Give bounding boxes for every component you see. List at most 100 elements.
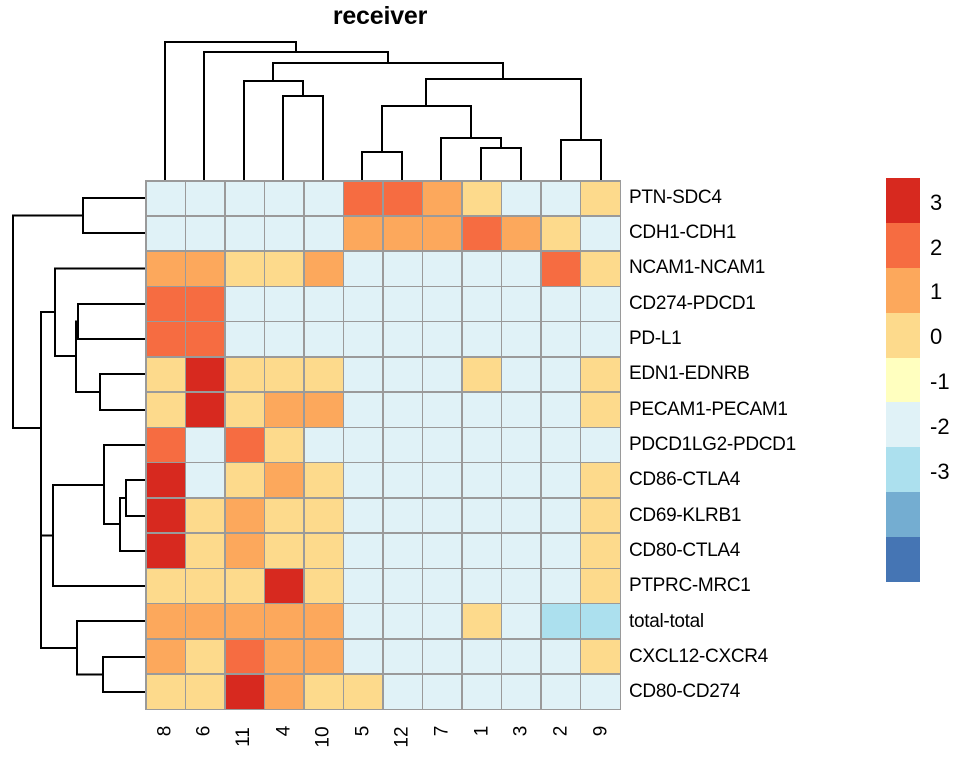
- heatmap-cell[interactable]: [502, 533, 541, 568]
- heatmap-cell[interactable]: [344, 251, 383, 286]
- heatmap-cell[interactable]: [462, 428, 501, 462]
- heatmap-cell[interactable]: [423, 392, 462, 427]
- heatmap-cell[interactable]: [225, 392, 264, 427]
- heatmap-cell[interactable]: [541, 604, 580, 639]
- heatmap-cell[interactable]: [225, 533, 264, 568]
- heatmap-cell[interactable]: [304, 674, 343, 709]
- heatmap-cell[interactable]: [225, 287, 264, 321]
- heatmap-cell[interactable]: [265, 287, 304, 321]
- heatmap-cell[interactable]: [502, 322, 541, 357]
- heatmap-cell[interactable]: [265, 498, 304, 533]
- heatmap-cell[interactable]: [146, 463, 185, 498]
- heatmap-cell[interactable]: [225, 251, 264, 286]
- heatmap-cell[interactable]: [225, 498, 264, 533]
- heatmap-cell[interactable]: [225, 216, 264, 251]
- heatmap-cell[interactable]: [462, 533, 501, 568]
- heatmap-cell[interactable]: [146, 216, 185, 251]
- heatmap-cell[interactable]: [265, 392, 304, 427]
- heatmap-cell[interactable]: [146, 604, 185, 639]
- heatmap-cell[interactable]: [383, 428, 422, 462]
- heatmap-cell[interactable]: [304, 392, 343, 427]
- heatmap-cell[interactable]: [502, 251, 541, 286]
- heatmap-cell[interactable]: [344, 322, 383, 357]
- heatmap-cell[interactable]: [344, 287, 383, 321]
- heatmap-cell[interactable]: [502, 639, 541, 674]
- heatmap-cell[interactable]: [502, 569, 541, 603]
- heatmap-cell[interactable]: [383, 322, 422, 357]
- heatmap-cell[interactable]: [344, 498, 383, 533]
- heatmap-cell[interactable]: [186, 498, 225, 533]
- heatmap-cell[interactable]: [186, 322, 225, 357]
- heatmap-cell[interactable]: [541, 533, 580, 568]
- heatmap-cell[interactable]: [265, 216, 304, 251]
- heatmap-cell[interactable]: [225, 322, 264, 357]
- heatmap-cell[interactable]: [581, 287, 620, 321]
- heatmap-cell[interactable]: [186, 357, 225, 392]
- heatmap-cell[interactable]: [383, 604, 422, 639]
- heatmap-cell[interactable]: [462, 604, 501, 639]
- heatmap-cell[interactable]: [462, 322, 501, 357]
- heatmap-cell[interactable]: [423, 463, 462, 498]
- heatmap-cell[interactable]: [541, 322, 580, 357]
- heatmap-cell[interactable]: [186, 251, 225, 286]
- heatmap-cell[interactable]: [581, 639, 620, 674]
- heatmap-cell[interactable]: [383, 463, 422, 498]
- heatmap-cell[interactable]: [581, 428, 620, 462]
- heatmap-cell[interactable]: [186, 463, 225, 498]
- heatmap-cell[interactable]: [502, 463, 541, 498]
- heatmap-cell[interactable]: [344, 428, 383, 462]
- heatmap-cell[interactable]: [502, 181, 541, 216]
- heatmap-cell[interactable]: [265, 428, 304, 462]
- heatmap-cell[interactable]: [383, 181, 422, 216]
- heatmap-cell[interactable]: [383, 533, 422, 568]
- heatmap-cell[interactable]: [462, 181, 501, 216]
- heatmap-cell[interactable]: [186, 392, 225, 427]
- heatmap-cell[interactable]: [541, 463, 580, 498]
- heatmap-cell[interactable]: [581, 251, 620, 286]
- heatmap-cell[interactable]: [502, 498, 541, 533]
- heatmap-cell[interactable]: [146, 287, 185, 321]
- heatmap-cell[interactable]: [225, 569, 264, 603]
- heatmap-cell[interactable]: [146, 392, 185, 427]
- heatmap-cell[interactable]: [462, 498, 501, 533]
- heatmap-cell[interactable]: [304, 604, 343, 639]
- heatmap-cell[interactable]: [462, 287, 501, 321]
- heatmap-cell[interactable]: [462, 357, 501, 392]
- heatmap-cell[interactable]: [146, 674, 185, 709]
- heatmap-cell[interactable]: [462, 463, 501, 498]
- heatmap-cell[interactable]: [502, 428, 541, 462]
- heatmap-cell[interactable]: [265, 569, 304, 603]
- heatmap-cell[interactable]: [304, 322, 343, 357]
- heatmap-cell[interactable]: [265, 674, 304, 709]
- heatmap-cell[interactable]: [581, 569, 620, 603]
- heatmap-cell[interactable]: [423, 498, 462, 533]
- heatmap-cell[interactable]: [186, 287, 225, 321]
- heatmap-cell[interactable]: [383, 639, 422, 674]
- heatmap-cell[interactable]: [423, 428, 462, 462]
- heatmap-cell[interactable]: [423, 216, 462, 251]
- heatmap-cell[interactable]: [304, 216, 343, 251]
- heatmap-cell[interactable]: [541, 181, 580, 216]
- heatmap-cell[interactable]: [146, 533, 185, 568]
- heatmap-cell[interactable]: [462, 216, 501, 251]
- heatmap-cell[interactable]: [265, 533, 304, 568]
- heatmap-cell[interactable]: [581, 463, 620, 498]
- heatmap-cell[interactable]: [383, 251, 422, 286]
- heatmap-cell[interactable]: [344, 181, 383, 216]
- heatmap-cell[interactable]: [344, 463, 383, 498]
- heatmap-cell[interactable]: [304, 569, 343, 603]
- heatmap-cell[interactable]: [502, 216, 541, 251]
- heatmap-cell[interactable]: [383, 357, 422, 392]
- heatmap-cell[interactable]: [541, 639, 580, 674]
- heatmap-cell[interactable]: [423, 674, 462, 709]
- heatmap-cell[interactable]: [581, 181, 620, 216]
- heatmap-cell[interactable]: [423, 569, 462, 603]
- heatmap-cell[interactable]: [502, 287, 541, 321]
- heatmap-cell[interactable]: [265, 322, 304, 357]
- heatmap-cell[interactable]: [541, 251, 580, 286]
- heatmap-cell[interactable]: [304, 463, 343, 498]
- heatmap-cell[interactable]: [265, 357, 304, 392]
- heatmap-cell[interactable]: [265, 251, 304, 286]
- heatmap-cell[interactable]: [304, 639, 343, 674]
- heatmap-cell[interactable]: [383, 287, 422, 321]
